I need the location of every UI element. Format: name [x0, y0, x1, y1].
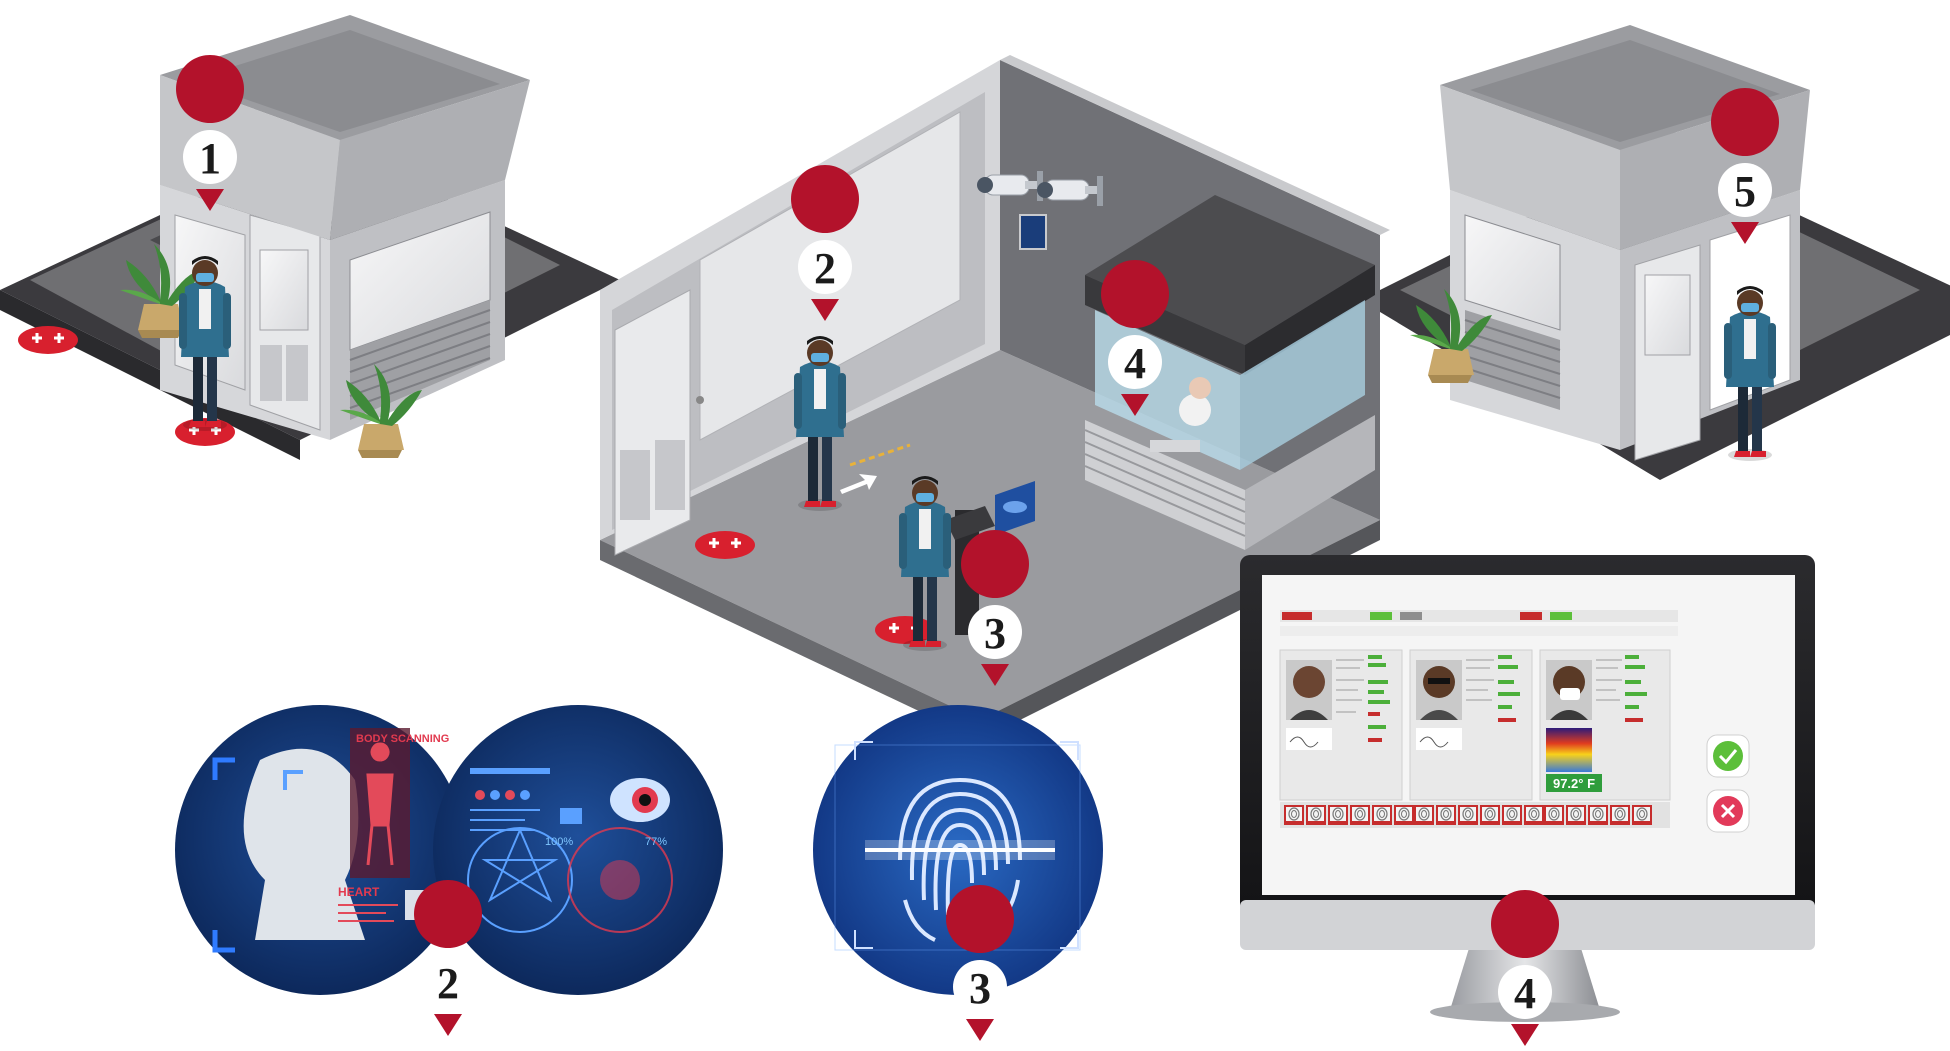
svg-text:5: 5 [1734, 167, 1756, 216]
svg-text:4: 4 [1124, 339, 1146, 388]
entry-booth-left [0, 15, 620, 460]
percent-readout-b: 77% [645, 836, 667, 848]
svg-text:1: 1 [199, 134, 221, 183]
body-scanning-label: BODY SCANNING [356, 733, 449, 745]
exit-booth-right [1360, 25, 1950, 480]
marker-2: 2 [791, 165, 860, 321]
svg-text:3: 3 [984, 609, 1006, 658]
marker-5: 5 [1711, 88, 1780, 245]
check-icon [1713, 741, 1743, 771]
fingerprint-scan-circle [813, 705, 1103, 995]
eye-data-scan-circle: 100% 77% [433, 705, 723, 995]
processing-room [600, 55, 1390, 740]
marker-3-bottom: 3 [946, 885, 1015, 1041]
svg-text:2: 2 [437, 959, 459, 1008]
traveler-record-2 [1409, 649, 1533, 801]
svg-text:3: 3 [969, 964, 991, 1013]
traveler-record-1 [1279, 649, 1403, 801]
officer-monitor: 97.2° F [1240, 555, 1815, 1022]
face-body-scan-circle: BODY SCANNING HEART [175, 705, 465, 995]
temperature-readout: 97.2° F [1553, 776, 1595, 791]
svg-text:4: 4 [1514, 969, 1536, 1018]
fingerprint-thumbnail-row [1280, 802, 1670, 828]
marker-2-bottom: 2 [414, 880, 483, 1036]
fingerprint-icon [898, 777, 1022, 942]
traveler-record-3: 97.2° F [1539, 649, 1671, 801]
marker-1: 1 [176, 55, 245, 212]
marker-4: 4 [1101, 260, 1170, 416]
svg-text:2: 2 [814, 244, 836, 293]
accept-button[interactable] [1706, 734, 1750, 778]
percent-readout-a: 100% [545, 836, 573, 848]
marker-3: 3 [961, 530, 1030, 686]
reject-button[interactable] [1706, 789, 1750, 833]
marker-4-bottom: 4 [1491, 890, 1560, 1046]
heart-label: HEART [338, 885, 380, 899]
